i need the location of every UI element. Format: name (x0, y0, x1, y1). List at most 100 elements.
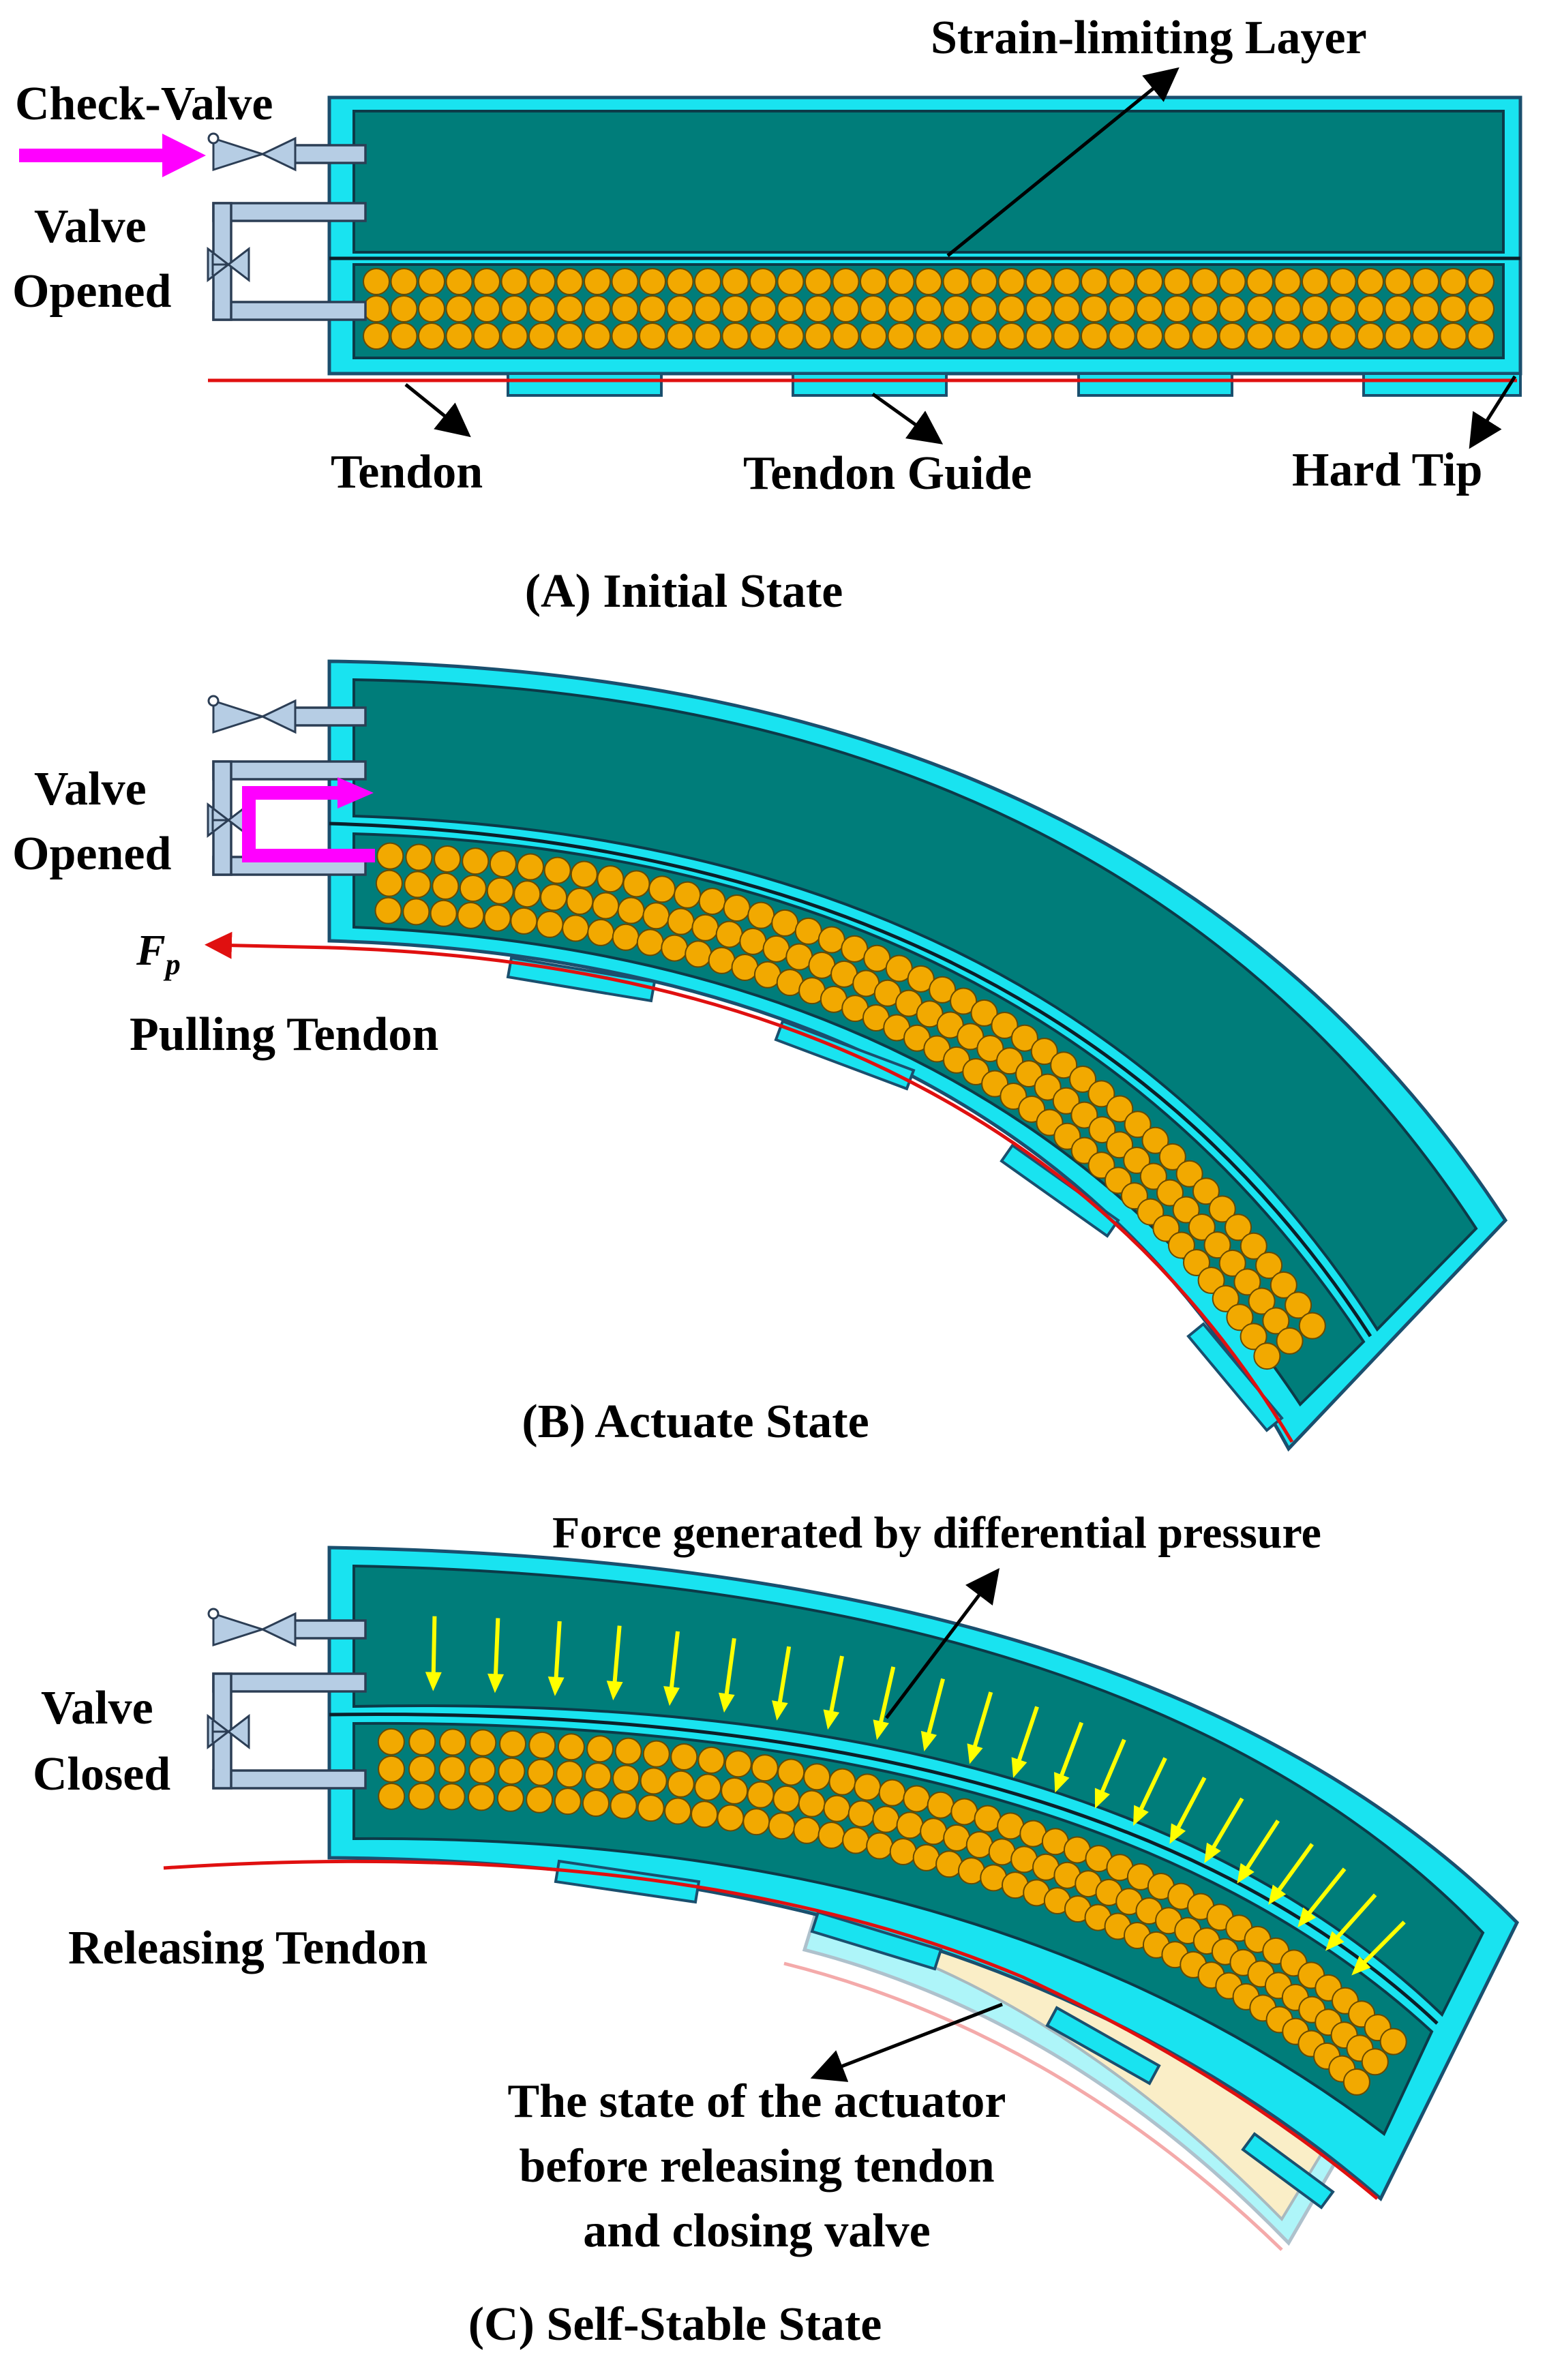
particle (1357, 322, 1384, 350)
particle (927, 1791, 955, 1819)
force-arrow-shaft (1275, 1843, 1314, 1895)
particle (1106, 1095, 1134, 1123)
particle (1167, 1231, 1195, 1259)
particle (432, 872, 460, 900)
particle (997, 322, 1025, 350)
force-arrow-head (1297, 1907, 1317, 1928)
upper-chamber (352, 678, 1478, 1332)
particle (469, 1729, 497, 1757)
particle (510, 907, 538, 935)
particle (1152, 1214, 1180, 1242)
particle (950, 987, 978, 1015)
particle (670, 1743, 698, 1771)
pulling-tendon-label: Pulling Tendon (130, 1008, 438, 1061)
particle (587, 918, 615, 946)
particle (666, 268, 694, 295)
particle (528, 268, 556, 295)
particle (582, 1790, 610, 1818)
valve-opened-label-1: Valve (34, 763, 147, 815)
particle (970, 268, 997, 295)
particle (1274, 322, 1302, 350)
flow-arrow-icon (242, 777, 375, 862)
particle (942, 268, 970, 295)
particle (513, 880, 541, 908)
particle (418, 322, 445, 350)
particle (1357, 295, 1384, 322)
particle (556, 322, 584, 350)
particle (691, 914, 719, 942)
releasing-tendon-label: Releasing Tendon (68, 1922, 427, 1974)
particle (557, 1733, 585, 1761)
particle (1467, 295, 1495, 322)
particle (377, 1728, 405, 1756)
particle (1175, 1160, 1203, 1188)
particle (1233, 1268, 1261, 1296)
particle (1212, 1284, 1240, 1312)
particle (1172, 1196, 1200, 1224)
particle (1226, 1304, 1254, 1331)
particle (1298, 1312, 1326, 1340)
particle (1010, 1024, 1038, 1052)
force-pointer (885, 1568, 1000, 1719)
panel-caption: (A) Initial State (525, 565, 843, 618)
particle (642, 1740, 670, 1768)
particle (1156, 1179, 1184, 1207)
particle (527, 1758, 555, 1786)
particle (1052, 1087, 1080, 1115)
particle (536, 910, 564, 938)
particle (1240, 1323, 1267, 1351)
particle (473, 322, 500, 350)
force-arrow-shaft (1334, 1893, 1377, 1942)
particle (694, 322, 721, 350)
particle (1081, 295, 1108, 322)
particle (639, 295, 666, 322)
pulling-force-arrow (205, 931, 331, 959)
particle (390, 268, 418, 295)
force-arrow-shaft (1016, 1706, 1039, 1764)
force-arrow-shaft (1243, 1820, 1280, 1873)
valve-opened-label-2: Opened (12, 828, 171, 880)
particle (915, 268, 942, 295)
particle (1123, 1147, 1151, 1175)
particle (390, 295, 418, 322)
particle (1070, 1101, 1098, 1129)
particle-array (377, 1728, 1407, 2096)
tendon-guides (554, 1859, 1335, 2210)
particle (777, 1758, 805, 1786)
particle (445, 322, 473, 350)
particle (445, 268, 473, 295)
particle (1361, 2048, 1389, 2076)
particle (1191, 322, 1218, 350)
particle (611, 322, 639, 350)
particle (1192, 1177, 1220, 1205)
particle (1191, 295, 1218, 322)
force-arrow-head (1054, 1772, 1070, 1793)
particle (483, 904, 511, 932)
particle (1342, 2068, 1370, 2096)
particle (828, 1768, 856, 1796)
particle (639, 322, 666, 350)
particle (1124, 1111, 1152, 1139)
particle (1218, 322, 1246, 350)
particle (375, 869, 403, 897)
particle (1439, 295, 1467, 322)
particle (1439, 268, 1467, 295)
particle (794, 917, 822, 945)
force-arrow-shaft (612, 1625, 622, 1686)
particle (1087, 1080, 1115, 1108)
particle (915, 295, 942, 322)
particle (842, 1826, 870, 1854)
check-valve-icon (207, 132, 297, 172)
panel-caption: (C) Self-Stable State (468, 2298, 882, 2351)
particle (528, 295, 556, 322)
strain-limiting-layer (329, 1713, 1439, 2025)
particle (697, 1746, 725, 1774)
particle (611, 268, 639, 295)
particle (1081, 322, 1108, 350)
valve-opened-label-1: Valve (34, 200, 147, 253)
particle (823, 1794, 851, 1822)
particle (445, 295, 473, 322)
particle (498, 1757, 526, 1785)
particle (847, 1800, 875, 1828)
particle (438, 1783, 466, 1811)
